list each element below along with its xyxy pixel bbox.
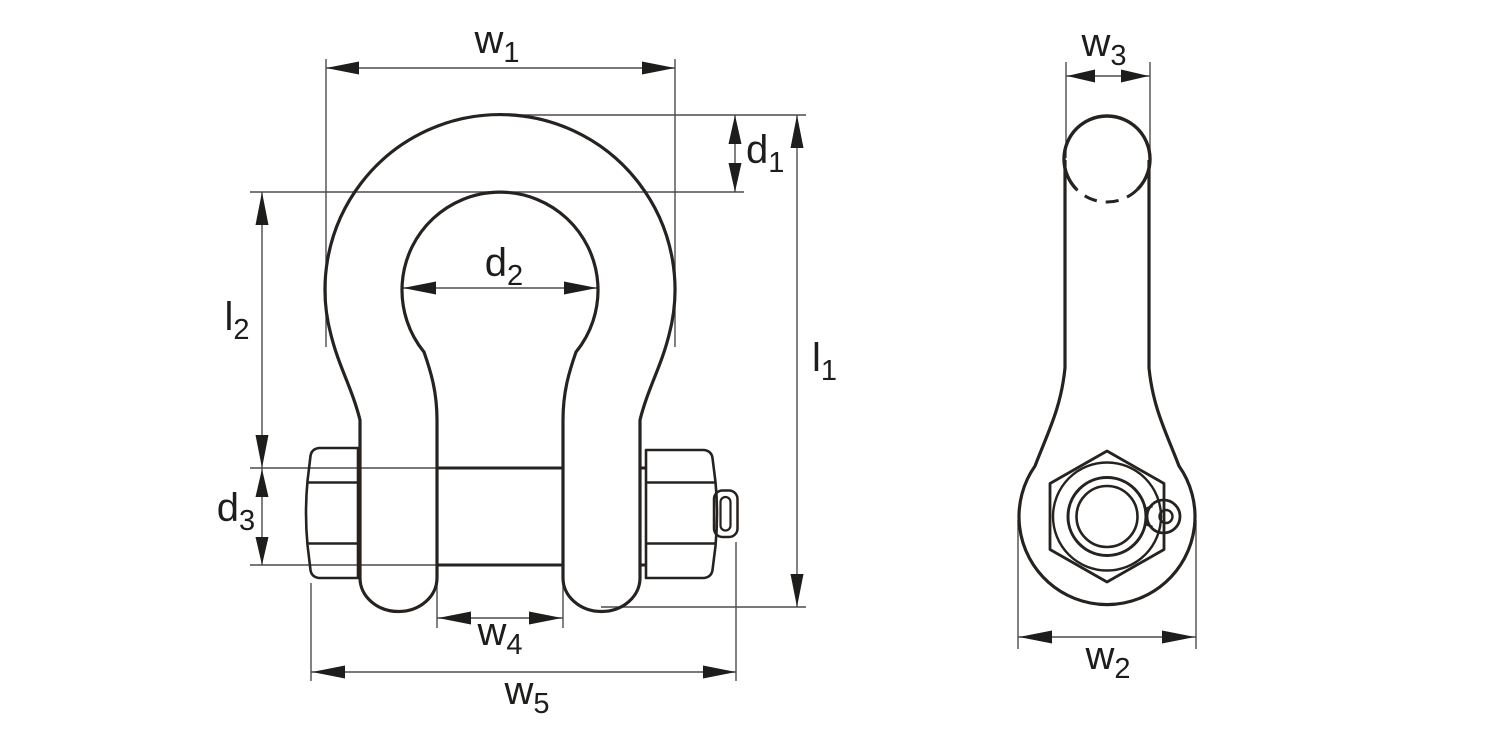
arrow-d2-left — [403, 281, 436, 295]
front-dimension-arrows — [255, 61, 804, 679]
side-dimension-arrows — [1019, 69, 1195, 644]
arrow-d2-right — [564, 281, 597, 295]
arrow-w3-left — [1067, 69, 1095, 83]
side-shank-outline — [1017, 160, 1197, 607]
dim-label-l2: l2 — [224, 295, 249, 346]
arrow-l1-up — [790, 115, 804, 148]
arrow-l1-down — [790, 574, 804, 607]
dim-label-w5: w5 — [503, 669, 549, 720]
pin-edges — [437, 466, 647, 567]
arrow-d3-up — [255, 469, 269, 497]
dim-label-d2: d2 — [485, 241, 523, 292]
arrow-w1-right — [642, 61, 675, 75]
arrow-w5-right — [703, 665, 736, 679]
dim-label-w3: w3 — [1080, 21, 1126, 72]
shackle-body-side — [1017, 114, 1197, 607]
arrow-d1-down — [728, 163, 742, 192]
bolt-head — [304, 446, 360, 580]
cotter-pin-prongs — [1144, 504, 1153, 529]
shackle-body-front — [304, 113, 739, 614]
front-dimension-labels: w1 d1 d2 l2 d3 w4 w5 l1 — [217, 18, 837, 720]
cotter-pin-tab-slot — [719, 495, 732, 532]
pin-end-outer-circle — [1066, 476, 1148, 557]
shackle-outline — [323, 113, 677, 614]
dim-label-w2: w2 — [1084, 634, 1130, 685]
bow-cross-section-hidden-arc — [1075, 188, 1139, 204]
side-dimension-lines — [1017, 62, 1197, 649]
dim-label-w4: w4 — [476, 610, 522, 661]
cotter-ring-hole — [1158, 508, 1174, 525]
side-view: w3 w2 — [1017, 21, 1197, 685]
arrow-w1-left — [326, 61, 359, 75]
arrow-w4-left — [438, 611, 471, 625]
nut-chamfer-circle — [1051, 461, 1163, 572]
dim-label-d1: d1 — [746, 128, 784, 179]
arrow-w2-left — [1019, 630, 1052, 644]
arrow-d3-down — [255, 537, 269, 565]
arrow-w4-right — [529, 611, 562, 625]
nut-hexagon — [1048, 449, 1166, 584]
bolt-head-facets — [308, 481, 358, 545]
pin-end-inner-circle — [1075, 484, 1139, 549]
side-dimension-labels: w3 w2 — [1080, 21, 1130, 685]
dim-label-d3: d3 — [217, 486, 255, 537]
front-view: w1 d1 d2 l2 d3 w4 w5 l1 — [217, 18, 837, 720]
dim-label-l1: l1 — [812, 336, 837, 387]
arrow-d1-up — [728, 115, 742, 144]
arrow-w2-right — [1162, 630, 1195, 644]
arrow-w5-left — [312, 665, 345, 679]
dim-label-w1: w1 — [473, 18, 519, 69]
front-dimension-lines — [250, 59, 806, 681]
cotter-pin-tab — [712, 489, 739, 539]
pin-nut-facets — [646, 481, 715, 545]
arrow-l2-down — [255, 435, 269, 468]
arrow-w3-right — [1121, 69, 1149, 83]
cotter-ring-outer — [1145, 498, 1182, 535]
pin-nut — [644, 448, 719, 580]
arrow-l2-up — [255, 192, 269, 225]
bow-cross-section-circle — [1062, 114, 1152, 191]
